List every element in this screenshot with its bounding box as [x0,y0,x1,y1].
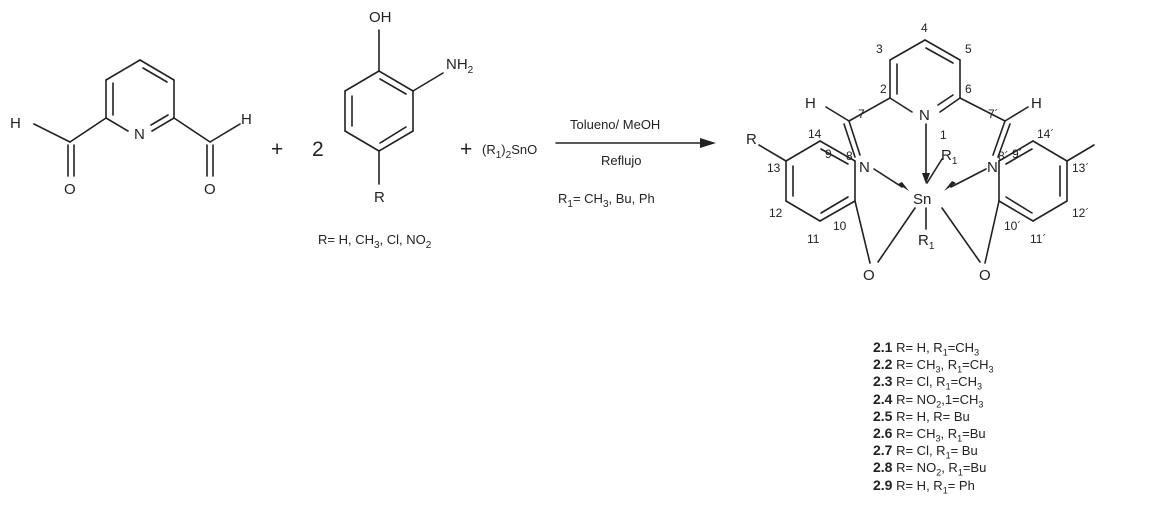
locant-7: 7 [858,107,865,121]
atom-o-right: O [979,267,991,284]
compound-entry: 2.4 R= NO2,1=CH3 [873,390,984,410]
locant-11: 11 [807,232,820,246]
atom-o-right: O [204,181,216,198]
compound-entry: 2.7 R= Cl, R1= Bu [873,442,978,461]
plus-sign: + [271,138,283,161]
compound-entry: 2.2 R= CH3, R1=CH3 [873,356,994,375]
reaction-arrow: Tolueno/ MeOH Reflujo [555,117,716,168]
compound-entry: 2.5 R= H, R= Bu [873,407,970,424]
atom-sn: Sn [913,191,931,208]
locant-14-prime: 14´ [1037,127,1054,141]
atom-r1-bottom: R1 [918,232,935,252]
locant-11-prime: 11´ [1030,232,1046,246]
locant-7-prime: 7´ [988,107,999,121]
compound-entry: 2.3 R= Cl, R1=CH3 [873,373,982,392]
reactant-dialdehyde: H H N O O [10,59,252,198]
plus-sign-2: + [460,138,472,161]
locant-10: 10 [833,219,847,233]
atom-h-right: H [241,111,252,128]
locant-12: 12 [769,206,783,220]
locant-10-prime: 10´ [1004,219,1021,233]
atom-n-imine-left: N [859,159,870,176]
locant-12-prime: 12´ [1072,206,1089,220]
locant-3: 3 [876,42,883,56]
atom-n-imine-right: N [987,159,998,176]
atom-n-pyridine: N [919,107,930,124]
atom-h-left: H [10,115,21,132]
locant-4: 4 [921,21,928,35]
locant-9: 9 [825,147,832,161]
r1-substituents: R1= CH3, Bu, Ph [558,191,655,210]
compound-entry: 2.8 R= NO2, R1=Bu [873,459,987,479]
product-complex: H H N N N Sn R1 R1 O O R 1 2 3 4 5 6 7 8… [746,21,1095,284]
compound-entry: 2.6 R= CH3, R1=Bu [873,425,986,444]
arrow-conditions-heat: Reflujo [601,153,641,168]
locant-13-prime: 13´ [1072,161,1089,175]
atom-r1-top: R1 [941,147,958,167]
compound-entry: 2.9 R= H, R1= Ph [873,476,975,496]
atom-o-left: O [64,181,76,198]
locant-13: 13 [767,161,781,175]
locant-6: 6 [965,82,972,96]
tin-oxide-reagent: (R1)2SnO [482,142,537,161]
compound-legend: 2.1 R= H, R1=CH3 2.2 R= CH3, R1=CH3 2.3 … [873,339,994,496]
atom-oh: OH [369,9,392,26]
locant-9-prime: 9´ [1012,147,1023,161]
locant-8-prime: 8´ [998,149,1009,163]
locant-14: 14 [808,127,822,141]
stoichiometric-coefficient: 2 [312,138,324,161]
compound-entry: 2.1 R= H, R1=CH3 [873,339,980,358]
atom-n: N [134,126,145,143]
locant-1: 1 [940,128,947,142]
atom-o-left: O [863,267,875,284]
atom-nh2: NH2 [446,56,474,76]
atom-r: R [374,189,385,206]
locant-5: 5 [965,42,972,56]
atom-r-left: R [746,131,757,148]
atom-h-left: H [805,95,816,112]
locant-2: 2 [880,82,887,96]
arrow-conditions-solvent: Tolueno/ MeOH [570,117,660,132]
atom-h-right: H [1031,95,1042,112]
locant-8: 8 [846,149,853,163]
reactant-aminophenol: OH NH2 R R= H, CH3, Cl, NO2 [318,9,474,251]
r-substituents: R= H, CH3, Cl, NO2 [318,232,432,251]
